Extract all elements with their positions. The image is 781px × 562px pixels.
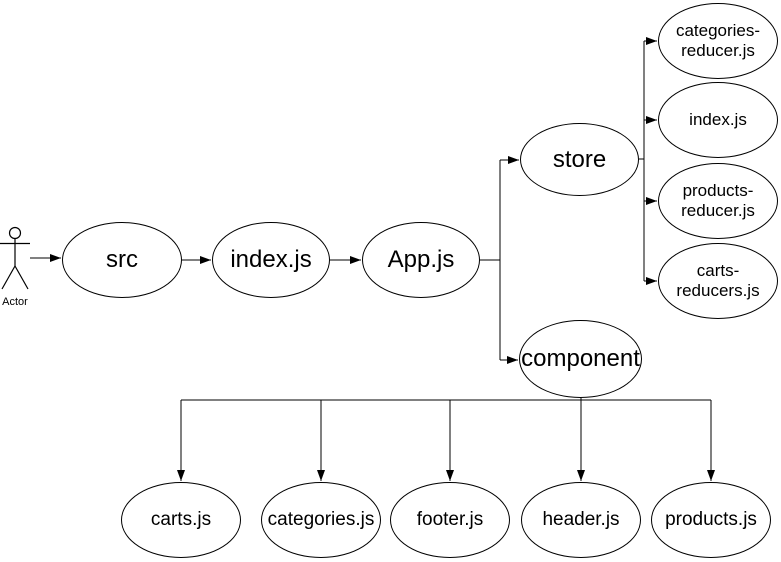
node-products-js-label: products.js xyxy=(665,509,757,531)
node-app-js-label: App.js xyxy=(387,246,455,274)
node-carts-js[interactable]: carts.js xyxy=(121,482,241,558)
node-footer-js[interactable]: footer.js xyxy=(390,482,510,558)
node-src[interactable]: src xyxy=(62,222,182,298)
node-categories-js-label: categories.js xyxy=(267,509,375,531)
node-products-js[interactable]: products.js xyxy=(651,482,771,558)
node-app-js[interactable]: App.js xyxy=(362,222,480,298)
node-component[interactable]: component xyxy=(519,320,642,398)
node-component-label: component xyxy=(521,345,640,373)
node-products-reducer-js-label: products-reducer.js xyxy=(681,181,755,220)
actor-head xyxy=(8,226,22,240)
node-header-js[interactable]: header.js xyxy=(521,482,641,558)
node-store[interactable]: store xyxy=(520,123,639,196)
node-categories-reducer-js[interactable]: categories-reducer.js xyxy=(658,3,778,79)
node-index-js[interactable]: index.js xyxy=(212,222,330,298)
node-store-index-js[interactable]: index.js xyxy=(658,82,778,158)
node-categories-reducer-js-label: categories-reducer.js xyxy=(675,21,761,60)
node-products-reducer-js[interactable]: products-reducer.js xyxy=(658,163,778,239)
actor-label: Actor xyxy=(2,296,28,308)
node-categories-js[interactable]: categories.js xyxy=(261,482,381,558)
node-store-label: store xyxy=(552,145,607,173)
node-footer-js-label: footer.js xyxy=(416,509,484,531)
node-index-js-label: index.js xyxy=(230,246,312,274)
actor-figure[interactable] xyxy=(0,226,30,290)
actor-left-leg xyxy=(1,265,16,290)
node-src-label: src xyxy=(106,246,138,274)
node-carts-reducers-js-label: carts-reducers.js xyxy=(676,261,760,300)
actor-right-leg xyxy=(14,265,29,290)
node-carts-reducers-js[interactable]: carts-reducers.js xyxy=(658,243,778,319)
node-header-js-label: header.js xyxy=(542,509,620,531)
node-store-index-js-label: index.js xyxy=(689,110,747,130)
node-carts-js-label: carts.js xyxy=(150,509,212,531)
